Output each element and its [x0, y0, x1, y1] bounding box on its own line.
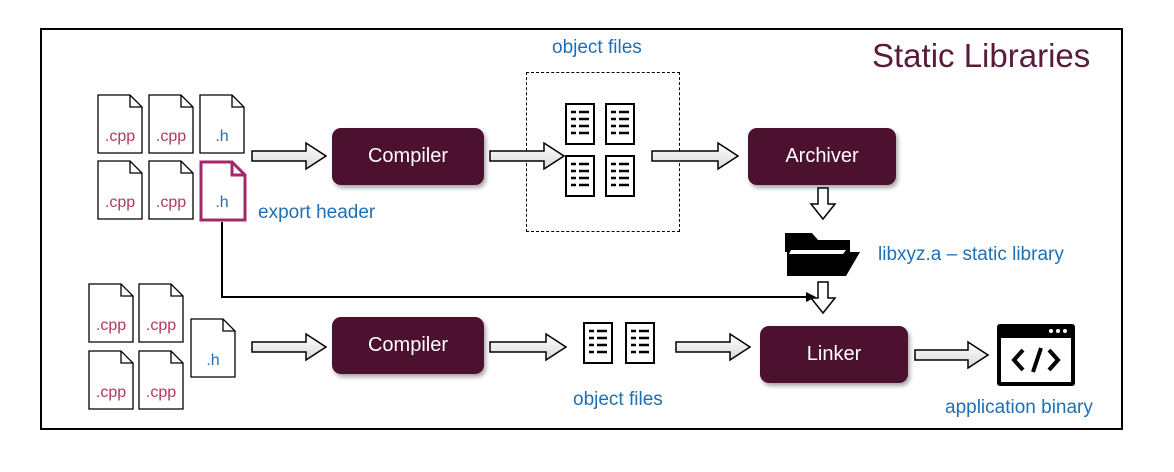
arrow-archiver-to-library	[809, 187, 837, 221]
source-file-cpp: .cpp	[148, 94, 194, 154]
arrow-objects-to-linker	[675, 332, 752, 362]
object-file-icon	[604, 102, 636, 146]
code-window-icon	[997, 324, 1075, 386]
object-file-icon	[624, 321, 656, 365]
arrow-library-to-linker	[809, 281, 837, 315]
object-files-label-top: object files	[552, 37, 642, 58]
arrow-compiler-to-objects-bottom	[489, 332, 568, 362]
source-file-cpp: .cpp	[88, 283, 134, 343]
source-file-cpp: .cpp	[97, 94, 143, 154]
compiler-box-top: Compiler	[332, 128, 484, 185]
diagram-title: Static Libraries	[872, 37, 1091, 74]
header-file-h: .h	[190, 318, 236, 378]
archiver-box: Archiver	[748, 128, 896, 185]
application-binary-label: application binary	[945, 397, 1093, 418]
source-file-cpp: .cpp	[88, 350, 134, 410]
export-header-label: export header	[258, 202, 376, 223]
static-library-label: libxyz.a – static library	[878, 244, 1064, 265]
arrow-sources-to-compiler-top	[251, 141, 328, 171]
diagram-frame	[40, 28, 1123, 430]
linker-box: Linker	[760, 326, 908, 383]
compiler-box-bottom: Compiler	[332, 317, 484, 374]
source-file-cpp: .cpp	[138, 350, 184, 410]
header-file-h: .h	[199, 94, 245, 154]
source-file-cpp: .cpp	[148, 160, 194, 220]
arrow-objects-to-archiver	[651, 141, 740, 171]
folder-icon	[785, 233, 860, 276]
export-header-connector	[221, 222, 816, 302]
export-header-file: .h	[199, 160, 247, 222]
object-file-icon	[564, 154, 596, 198]
source-file-cpp: .cpp	[138, 283, 184, 343]
arrow-sources-to-compiler-bottom	[251, 332, 328, 362]
arrow-linker-to-binary	[914, 340, 990, 370]
object-files-label-bottom: object files	[573, 389, 663, 410]
object-file-icon	[564, 102, 596, 146]
object-file-icon	[604, 154, 636, 198]
arrow-compiler-to-objects-top	[489, 141, 566, 171]
object-file-icon	[582, 321, 614, 365]
source-file-cpp: .cpp	[97, 160, 143, 220]
